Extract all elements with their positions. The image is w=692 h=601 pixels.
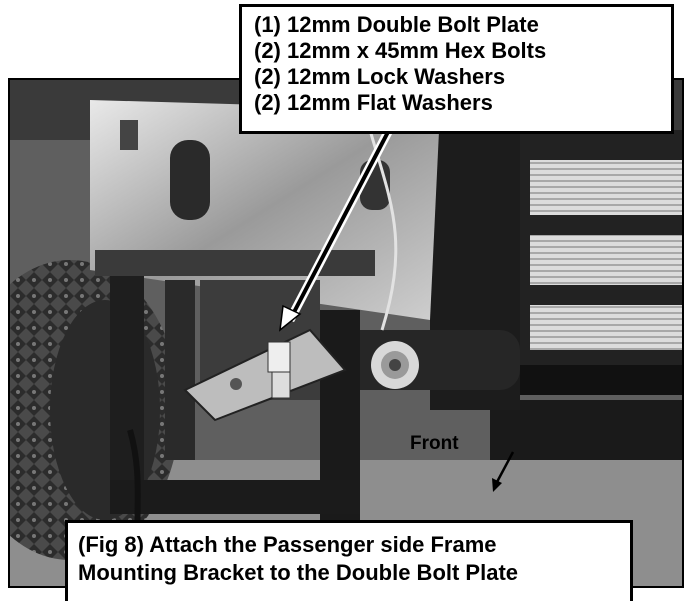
- parts-list-item: (2) 12mm Lock Washers: [254, 64, 506, 89]
- parts-list-callout: (1) 12mm Double Bolt Plate (2) 12mm x 45…: [239, 4, 674, 134]
- photo-illustration: [10, 80, 682, 586]
- figure-caption: (Fig 8) Attach the Passenger side Frame …: [65, 520, 633, 601]
- parts-list-item: (2) 12mm x 45mm Hex Bolts: [254, 38, 547, 63]
- caption-line-2: Mounting Bracket to the Double Bolt Plat…: [78, 560, 519, 585]
- front-label: Front: [410, 433, 459, 454]
- parts-list-item: (1) 12mm Double Bolt Plate: [254, 12, 539, 37]
- caption-line-1: (Fig 8) Attach the Passenger side Frame: [78, 532, 497, 557]
- parts-list-item: (2) 12mm Flat Washers: [254, 90, 493, 115]
- installation-photo: [8, 78, 684, 588]
